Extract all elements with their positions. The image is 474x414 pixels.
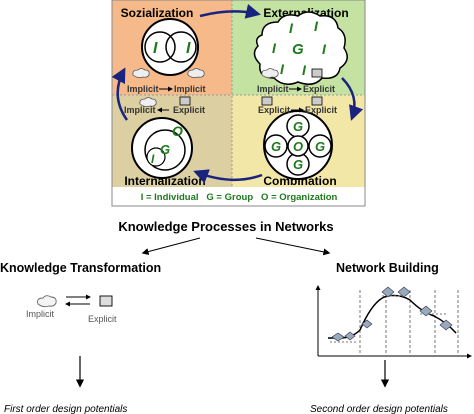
document-box-icon — [311, 68, 323, 78]
transition-bottom-right: Explicit Explicit — [258, 96, 337, 115]
branch-arrow-right — [255, 237, 331, 256]
int-individual-mark: I — [151, 152, 155, 166]
soc-individual-mark-1: I — [153, 40, 158, 57]
cycle-arrow-top — [199, 3, 261, 19]
network-node-icon — [331, 332, 345, 342]
cycle-arrow-left — [111, 67, 129, 121]
externalization-cloud: I I I G I I I — [253, 11, 348, 85]
network-node-icon — [397, 286, 411, 298]
ext-individual-mark-5: I — [280, 61, 285, 77]
network-evolution-graph — [315, 285, 472, 359]
transition-to-label: Explicit — [305, 105, 337, 115]
second-order-footer: Second order design potentials — [310, 404, 448, 414]
int-organization-mark: O — [172, 123, 183, 139]
ext-individual-mark-1: I — [289, 20, 294, 36]
comb-organization-mark: O — [293, 139, 303, 154]
main-title: Knowledge Processes in Networks — [118, 219, 333, 234]
document-box-icon — [261, 96, 273, 106]
explicit-label: Explicit — [88, 314, 117, 324]
transition-from-label: Implicit — [257, 84, 289, 94]
ext-individual-mark-4: I — [322, 41, 327, 57]
comb-group-mark-bottom: G — [293, 157, 303, 172]
thought-cloud-icon — [187, 68, 205, 79]
ext-individual-mark-6: I — [302, 62, 307, 78]
thought-cloud-icon — [132, 68, 150, 79]
network-building-title: Network Building — [336, 261, 439, 275]
implicit-cloud-icon — [37, 295, 57, 308]
transition-to-label: Implicit — [174, 84, 206, 94]
thought-cloud-icon — [139, 97, 157, 108]
thought-cloud-icon — [261, 68, 279, 79]
first-order-footer: First order design potentials — [4, 404, 127, 414]
transition-from-label: Implicit — [127, 84, 159, 94]
combination-title: Combination — [263, 174, 336, 188]
explicit-box-icon — [99, 295, 113, 307]
socialization-title: Sozialization — [121, 6, 194, 20]
socialization-circles: I I — [141, 18, 199, 76]
int-group-mark: G — [160, 142, 170, 157]
soc-individual-mark-2: I — [186, 40, 191, 57]
seci-model: Sozialization Externalization Internaliz… — [111, 0, 366, 207]
network-node-icon — [381, 286, 395, 298]
combination-circles: G G O G G — [263, 110, 333, 180]
seci-frame — [111, 0, 366, 207]
transition-to-label: Explicit — [303, 84, 335, 94]
ext-individual-mark-2: I — [314, 18, 319, 34]
knowledge-transformation-title: Knowledge Transformation — [0, 261, 161, 275]
network-node-icon — [439, 319, 453, 331]
document-box-icon — [311, 96, 323, 106]
network-node-icon — [344, 331, 356, 341]
implicit-label: Implicit — [26, 309, 55, 319]
internalization-title: Internalization — [124, 174, 205, 188]
document-box-icon — [179, 96, 191, 106]
branch-arrow-left — [141, 237, 201, 255]
transition-bottom-left: Implicit Explicit — [124, 96, 205, 115]
transition-top-left: Implicit Implicit — [127, 68, 206, 94]
cycle-arrow-right — [341, 77, 364, 121]
internalization-circles: O G I — [131, 117, 193, 179]
network-node-icon — [361, 319, 373, 329]
cycle-arrow-bottom — [193, 169, 263, 184]
comb-group-mark-right: G — [315, 139, 325, 154]
transition-top-right: Implicit Explicit — [257, 68, 335, 94]
network-building-branch: Network Building Second order design pot… — [310, 261, 472, 414]
transition-to-label: Explicit — [173, 105, 205, 115]
ext-group-mark: G — [292, 41, 304, 58]
comb-group-mark-top: G — [293, 119, 303, 134]
graph-curve — [328, 294, 457, 339]
knowledge-transformation-branch: Knowledge Transformation Implicit Explic… — [0, 261, 161, 414]
seci-legend: I = Individual G = Group O = Organizatio… — [141, 192, 338, 203]
network-node-icon — [419, 305, 433, 317]
transition-from-label: Explicit — [258, 105, 290, 115]
transition-from-label: Implicit — [124, 105, 156, 115]
comb-group-mark-left: G — [271, 139, 281, 154]
ext-individual-mark-3: I — [272, 40, 277, 56]
